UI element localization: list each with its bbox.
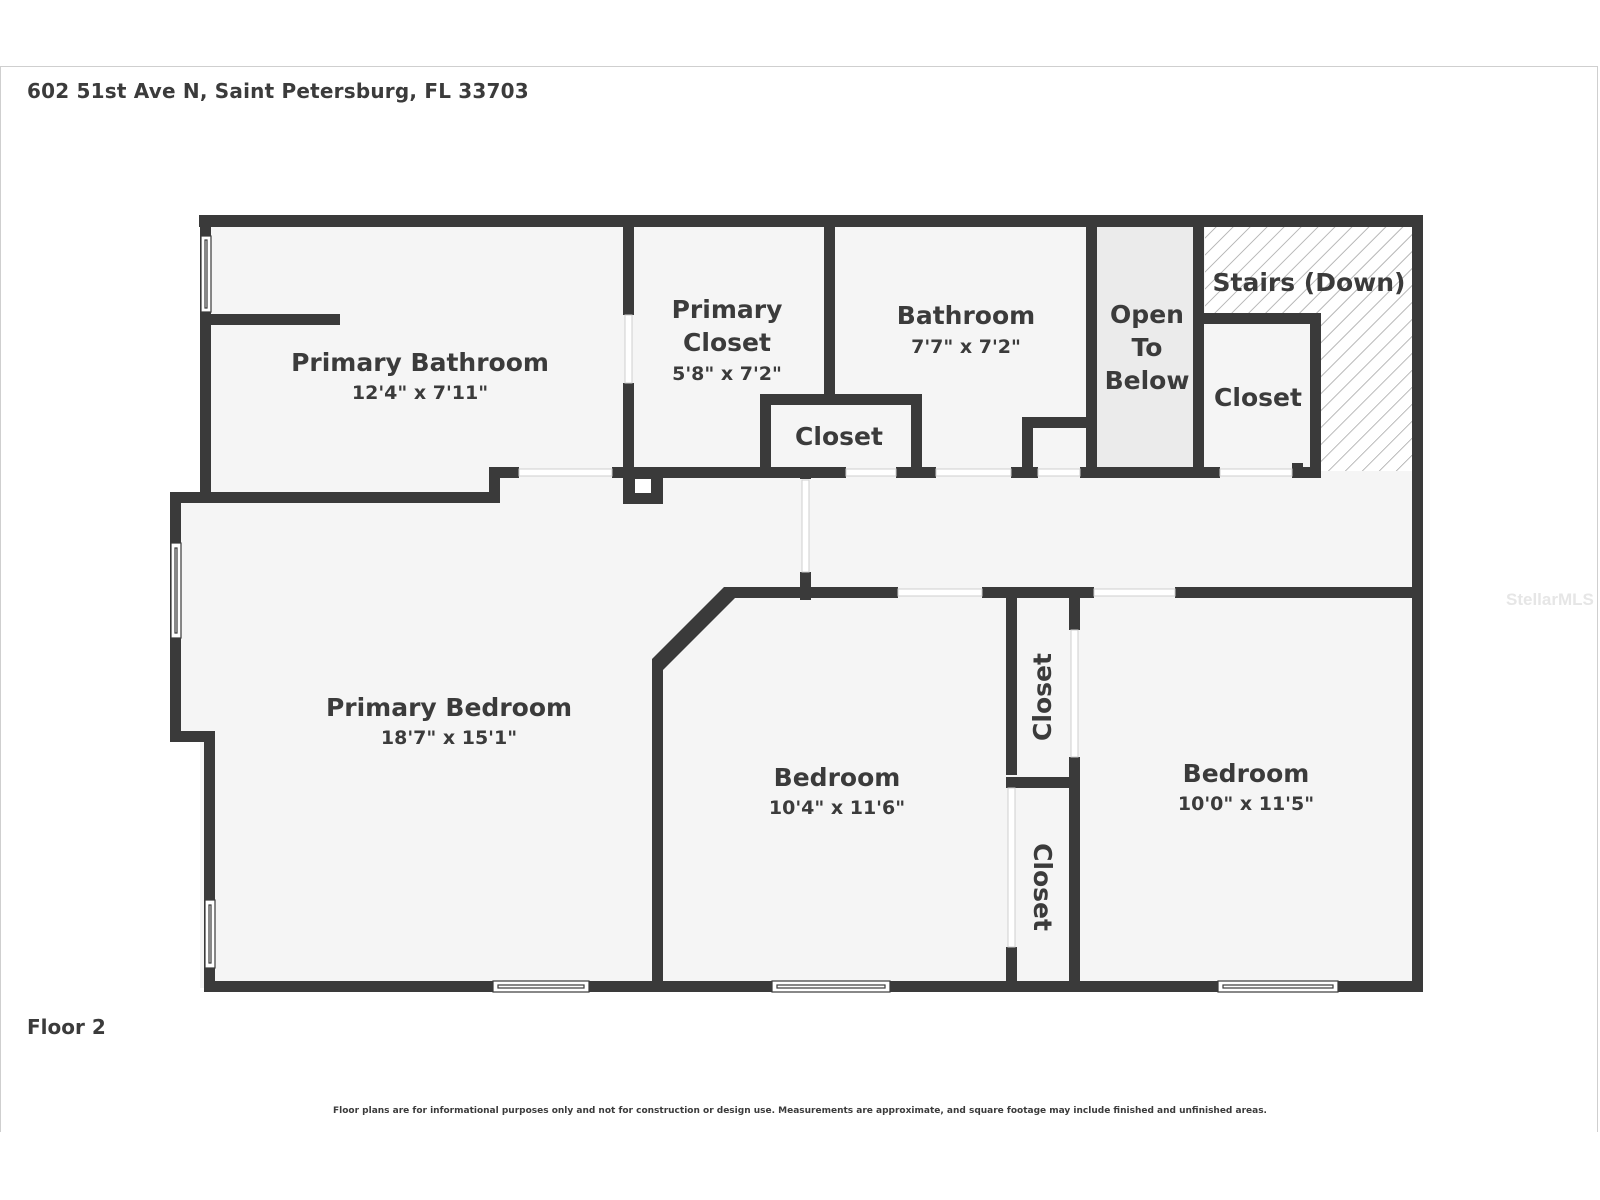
room-open-to-below: Open To Below [1105,300,1190,395]
room-primary-closet: Primary Closet 5'8" x 7'2" [672,295,783,385]
floor-label: Floor 2 [27,1015,106,1039]
room-dims: 18'7" x 15'1" [381,727,517,749]
floor-fill [170,218,1420,988]
room-name: Below [1105,366,1190,395]
room-dims: 10'4" x 11'6" [769,797,905,819]
room-dims: 5'8" x 7'2" [672,363,782,385]
room-dims: 10'0" x 11'5" [1178,793,1314,815]
room-bathroom: Bathroom 7'7" x 7'2" [897,301,1035,358]
room-name: Bedroom [774,763,901,792]
windows [170,235,1339,993]
room-name: Closet [1028,843,1057,931]
room-dims: 7'7" x 7'2" [911,336,1021,358]
room-name: Closet [1214,383,1302,412]
room-hall-closet: Closet [795,422,883,451]
room-stairs-closet: Closet [1214,383,1302,412]
room-primary-bathroom: Primary Bathroom 12'4" x 7'11" [291,348,549,404]
room-stairs: Stairs (Down) [1213,268,1406,297]
room-bedroom-right: Bedroom 10'0" x 11'5" [1178,759,1314,815]
room-name: Primary Bedroom [326,693,572,722]
room-name: Open [1110,300,1184,329]
room-closet-upper: Closet [1028,653,1057,741]
room-dims: 12'4" x 7'11" [352,382,488,404]
room-bedroom-center: Bedroom 10'4" x 11'6" [769,763,905,819]
plan-frame [0,66,1598,1132]
walls [170,215,1423,992]
room-closet-lower: Closet [1028,843,1057,931]
watermark: StellarMLS [1506,590,1594,609]
property-address: 602 51st Ave N, Saint Petersburg, FL 337… [27,79,529,103]
room-name: To [1132,333,1163,362]
room-name: Closet [683,328,771,357]
disclaimer: Floor plans are for informational purpos… [333,1106,1267,1116]
room-name: Bathroom [897,301,1035,330]
room-primary-bedroom: Primary Bedroom 18'7" x 15'1" [326,693,572,749]
room-name: Bedroom [1183,759,1310,788]
open-to-below-area [1097,223,1199,471]
door-openings [518,314,1293,948]
room-name: Stairs (Down) [1213,268,1406,297]
room-name: Closet [1028,653,1057,741]
room-name: Primary [672,295,783,324]
room-name: Primary Bathroom [291,348,549,377]
room-name: Closet [795,422,883,451]
